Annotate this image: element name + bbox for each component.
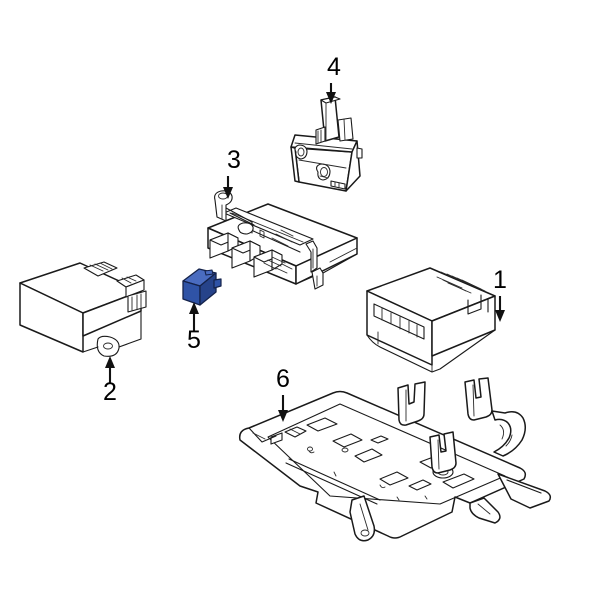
leader-line-1 [495, 296, 505, 322]
leader-line-2 [105, 356, 115, 384]
part-2-relay-control-module[interactable] [19, 261, 147, 357]
leader-line-6 [278, 395, 288, 422]
callout-label-1: 1 [493, 266, 507, 294]
part-6-module-mounting-bracket[interactable] [238, 377, 552, 542]
callout-label-2: 2 [103, 378, 117, 406]
callout-label-6: 6 [276, 365, 290, 393]
part-1-engine-control-module[interactable] [366, 267, 496, 373]
leader-line-3 [223, 176, 233, 199]
leader-line-4 [326, 83, 336, 104]
callout-label-4: 4 [327, 53, 341, 81]
callout-label-3: 3 [227, 146, 241, 174]
callout-label-5: 5 [187, 326, 201, 354]
leader-line-5 [189, 302, 199, 332]
part-4-smart-key-module[interactable] [290, 96, 363, 192]
part-3-junction-relay-block[interactable] [207, 190, 358, 290]
part-5-integration-relay-highlighted[interactable] [182, 268, 222, 306]
